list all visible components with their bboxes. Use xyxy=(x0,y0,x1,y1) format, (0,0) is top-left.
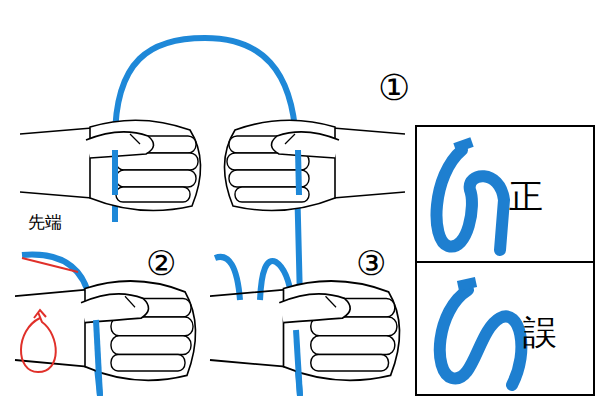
step-number: ① xyxy=(378,70,410,106)
tip-label: 先端 xyxy=(28,214,62,231)
answer-box: 誤 xyxy=(415,261,595,396)
step-number: ③ xyxy=(356,246,386,280)
answer-mark: 誤 xyxy=(523,315,557,349)
answer-mark: 正 xyxy=(509,179,543,213)
answer-box: 正 xyxy=(415,125,595,263)
step-number: ② xyxy=(146,246,176,280)
